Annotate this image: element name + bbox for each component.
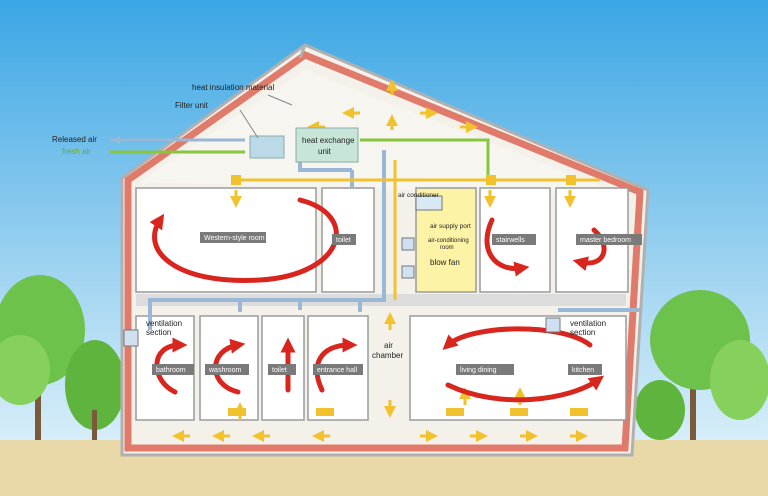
trees-left	[0, 275, 125, 440]
toilet-up-tag: toilet	[336, 237, 351, 244]
air-chamber-label-2: chamber	[372, 351, 403, 360]
air-conditioner-box	[415, 195, 443, 211]
ventilation-left-label-2: section	[146, 328, 171, 337]
ventilation-left-label-1: ventilation	[146, 319, 182, 328]
heat-insulation-wall	[124, 51, 644, 452]
master-bedroom-tag: master bedroom	[580, 237, 631, 244]
air-supply-port-label: air supply port	[430, 223, 471, 230]
filter-unit-box	[249, 135, 285, 159]
ventilation-section-left-box	[123, 329, 139, 347]
living-dining-tag: living dining	[460, 367, 497, 374]
heat-exchange-unit-label: unit	[318, 147, 332, 156]
stairwells-tag: stairwells	[496, 237, 525, 244]
exhaust-ducts	[148, 150, 640, 330]
filter-unit-label: Filter unit	[175, 101, 209, 110]
western-room-tag: Western-style room	[204, 235, 265, 242]
air-conditioner-label: air conditioner	[398, 192, 440, 199]
fresh-air-label: fresh air	[62, 147, 91, 156]
air-chamber-label-1: air	[384, 341, 393, 350]
room-tags: Western-style room toilet stairwells mas…	[152, 232, 642, 375]
blow-fan-box-1	[401, 237, 415, 251]
released-air-label: Released air	[52, 135, 97, 144]
circulation-arrows	[149, 197, 607, 403]
ac-room-label-1: air-conditioning	[428, 238, 469, 244]
heat-exchange-unit-box	[295, 127, 359, 163]
washroom-tag: washroom	[208, 367, 241, 374]
blow-fan-label: blow fan	[430, 258, 460, 267]
bathroom-tag: bathroom	[156, 367, 186, 374]
toilet-down-tag: toilet	[272, 367, 287, 374]
trees-right	[635, 290, 768, 440]
underfloor-airflow	[172, 387, 588, 442]
heat-insulation-label: heat insulation material	[192, 83, 274, 92]
supply-ducts	[236, 160, 600, 300]
ventilation-section-right-box	[545, 317, 561, 333]
kitchen-tag: kitchen	[572, 367, 594, 374]
ventilation-right-label-1: ventilation	[570, 319, 606, 328]
attic-airflow	[230, 79, 576, 418]
entrance-hall-tag: entrance hall	[317, 367, 358, 374]
ac-room-label-2: room	[440, 245, 454, 251]
ventilation-right-label-2: section	[570, 328, 595, 337]
blow-fan-box-2	[401, 265, 415, 279]
heat-exchange-label: heat exchange	[302, 136, 355, 145]
